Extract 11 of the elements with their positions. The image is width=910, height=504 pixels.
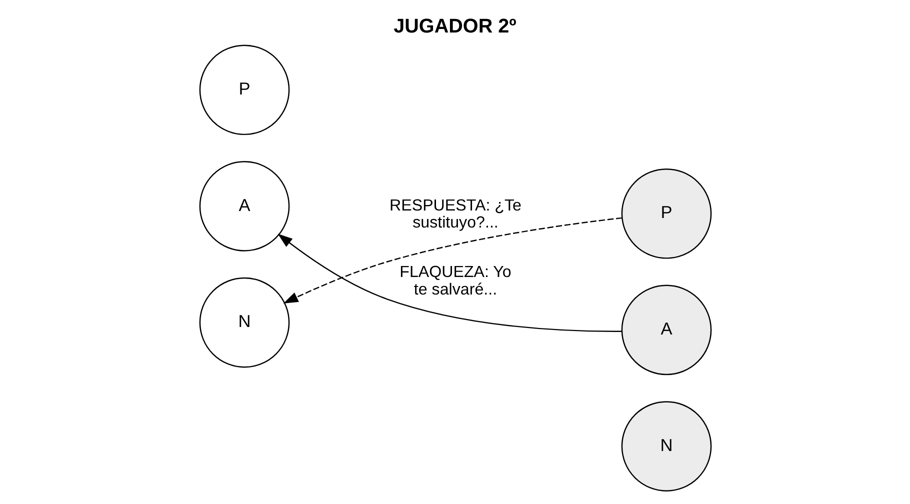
- diagram-title: JUGADOR 2º: [393, 16, 516, 38]
- node-circle: N: [198, 277, 290, 368]
- arrow: [282, 217, 622, 304]
- edge-label: FLAQUEZA: Yo te salvaré...: [399, 263, 511, 299]
- node-circle: P: [198, 44, 290, 136]
- node-circle: A: [620, 284, 712, 376]
- node-circle: A: [198, 161, 290, 252]
- node-circle: N: [620, 401, 712, 492]
- arrow: [277, 234, 622, 332]
- edge-label: RESPUESTA: ¿Te sustituyo?...: [389, 196, 521, 232]
- node-circle: P: [620, 168, 712, 259]
